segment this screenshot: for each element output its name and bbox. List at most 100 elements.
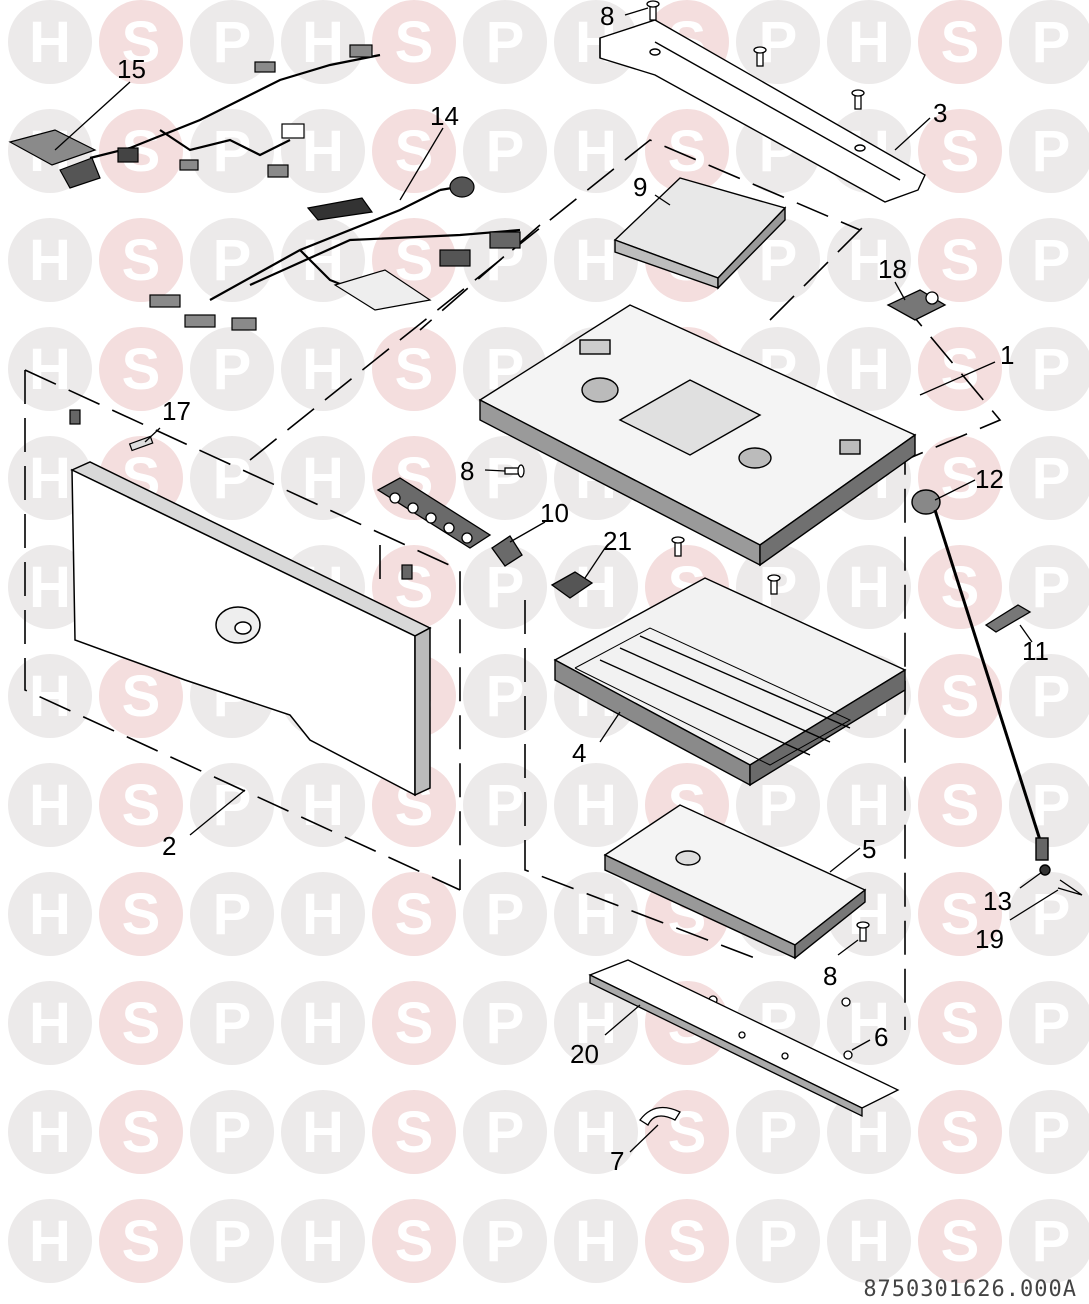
watermark-circle [827,218,911,302]
watermark-letter: P [486,882,525,947]
watermark-letter: P [1032,337,1071,402]
watermark-circle [190,109,274,193]
hsp-watermark-pattern: HSPHSPHSPHSPHSPHSPHSPHSPHSPHSPHSPHSPHSPH… [8,0,1089,1283]
watermark-circle [99,654,183,738]
watermark-circle [918,0,1002,84]
watermark-circle [281,763,365,847]
watermark-letter: P [213,446,252,511]
label-18: 18 [878,254,907,284]
watermark-circle [99,1090,183,1174]
watermark-circle [918,218,1002,302]
label-6: 6 [874,1022,888,1052]
part-1-control-box[interactable] [478,304,917,567]
label-19: 19 [975,924,1004,954]
watermark-letter: P [486,664,525,729]
part-21-connector[interactable] [550,571,594,599]
watermark-circle [8,0,92,84]
part-5-lower-cover[interactable] [603,804,867,960]
watermark-circle [8,763,92,847]
watermark-circle [463,0,547,84]
watermark-circle [8,981,92,1065]
part-12-sensor-probe[interactable] [911,489,1051,876]
part-2-front-panel[interactable] [70,461,432,797]
watermark-circle [281,1199,365,1283]
watermark-letter: H [29,664,71,729]
watermark-circle [99,109,183,193]
label-8-low: 8 [823,961,837,991]
watermark-circle [8,1199,92,1283]
label-4: 4 [572,738,586,768]
part-4-base-tray[interactable] [553,577,907,787]
watermark-letter: H [302,446,344,511]
label-11: 11 [1022,636,1049,666]
watermark-circle [1009,0,1089,84]
watermark-letter: H [302,882,344,947]
part-18-switch[interactable] [886,289,947,321]
watermark-circle [554,545,638,629]
part-10-terminal-block[interactable] [376,477,523,567]
watermark-letter: S [941,664,980,729]
part-3-top-cover[interactable] [599,19,926,203]
watermark-letter: P [486,1100,525,1165]
watermark-circle [463,763,547,847]
watermark-circle [99,0,183,84]
watermark-letter: H [302,119,344,184]
watermark-letter: S [122,1100,161,1165]
watermark-circle [1009,1199,1089,1283]
watermark-circle [372,872,456,956]
label-15: 15 [117,54,146,84]
watermark-letter: P [759,1209,798,1274]
watermark-circle [463,109,547,193]
watermark-circle [372,109,456,193]
watermark-circle [1009,327,1089,411]
watermark-letter: P [1032,991,1071,1056]
label-14: 14 [430,101,459,131]
watermark-letter: H [848,991,890,1056]
watermark-letter: P [1032,446,1071,511]
watermark-circle [918,872,1002,956]
watermark-letter: S [122,882,161,947]
label-12: 12 [975,464,1004,494]
watermark-letter: H [29,555,71,620]
label-17: 17 [162,396,191,426]
watermark-letter: S [941,228,980,293]
watermark-circle [554,109,638,193]
watermark-letter: P [1032,773,1071,838]
watermark-letter: H [29,10,71,75]
watermark-letter: S [941,1209,980,1274]
watermark-letter: S [941,446,980,511]
watermark-circle [99,1199,183,1283]
label-21: 21 [603,526,632,556]
watermark-circle [99,872,183,956]
part-7-clip[interactable] [639,1106,681,1126]
watermark-circle [463,436,547,520]
watermark-letter: H [575,991,617,1056]
watermark-letter: P [486,10,525,75]
watermark-circle [1009,218,1089,302]
watermark-letter: H [575,228,617,293]
drawing-reference: 8750301626.000A [863,1277,1077,1302]
watermark-circle [554,763,638,847]
watermark-circle [463,981,547,1065]
watermark-circle [463,654,547,738]
watermark-circle [372,545,456,629]
watermark-circle [8,654,92,738]
watermark-circle [281,872,365,956]
part-19-pin[interactable] [1057,879,1083,896]
harness-connectors[interactable] [8,44,521,331]
watermark-letter: S [122,1209,161,1274]
watermark-letter: P [213,773,252,838]
watermark-circle [827,0,911,84]
watermark-letter: S [395,10,434,75]
watermark-letter: P [486,991,525,1056]
watermark-circle [554,1090,638,1174]
part-11-connector[interactable] [984,604,1032,633]
part-20-bracket[interactable] [588,959,900,1118]
watermark-letter: S [122,10,161,75]
watermark-letter: H [575,1209,617,1274]
watermark-circle [8,327,92,411]
watermark-circle [918,654,1002,738]
part-9-control-module[interactable] [613,177,787,290]
watermark-letter: H [575,119,617,184]
watermark-letter: S [122,664,161,729]
